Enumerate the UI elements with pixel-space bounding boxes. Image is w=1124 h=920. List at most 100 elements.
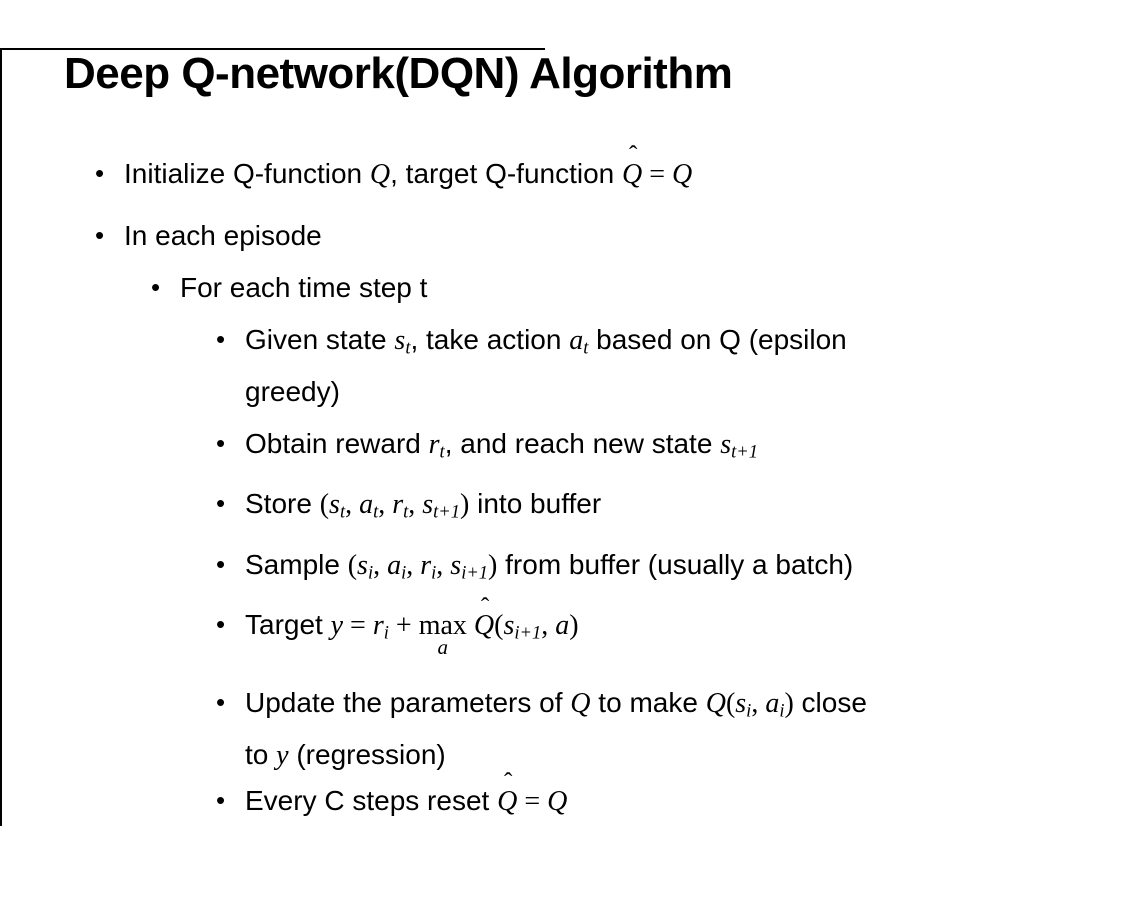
math-var-sub: st bbox=[394, 325, 411, 358]
math-op: , bbox=[751, 688, 766, 720]
math-op: , bbox=[541, 610, 556, 642]
bullet-item: •In each episode bbox=[95, 214, 1124, 257]
math-op: = bbox=[343, 610, 373, 642]
text-run: based on Q (epsilon bbox=[588, 324, 847, 355]
math-var-sub: rt bbox=[392, 489, 409, 522]
math-op: ( bbox=[725, 688, 736, 720]
math-op: ( bbox=[347, 549, 358, 581]
math-op: + bbox=[388, 610, 419, 642]
math-subscript: i bbox=[367, 562, 374, 583]
math-var-sub: rt bbox=[428, 428, 445, 462]
bullet-item: •Sample (si, ai, ri, si+1) from buffer (… bbox=[216, 543, 1124, 595]
bullet-line: Update the parameters of Q to make Q(si,… bbox=[245, 681, 1124, 733]
hat-accent: ˆ bbox=[504, 769, 513, 797]
math-op: ) bbox=[460, 489, 470, 521]
bullet-lines: Initialize Q-function Q, target Q-functi… bbox=[124, 143, 1124, 196]
math-var-sub: st+1 bbox=[422, 489, 461, 522]
math-var-sub: ri bbox=[372, 610, 389, 644]
bullet-marker: • bbox=[151, 272, 161, 302]
text-run: In each episode bbox=[124, 220, 322, 251]
bullet-line: For each time step t bbox=[180, 266, 1124, 309]
text-run: Every C steps reset bbox=[245, 784, 498, 816]
text-run: Target bbox=[245, 609, 331, 641]
math-var: Q bbox=[622, 159, 643, 190]
math-subscript: t bbox=[403, 501, 409, 522]
math-var: y bbox=[330, 610, 344, 642]
math-op: ) bbox=[569, 610, 579, 642]
math-var-sub: at bbox=[359, 489, 379, 522]
math-subscript: t bbox=[405, 337, 411, 358]
math-op: , bbox=[436, 549, 451, 581]
text-run: to make bbox=[590, 687, 706, 719]
math-var: Q bbox=[705, 688, 726, 720]
math-op: , bbox=[406, 549, 421, 581]
frame-top-border bbox=[0, 48, 545, 50]
bullet-lines: Store (st, at, rt, st+1) into buffer bbox=[245, 482, 1124, 534]
math-var: Q bbox=[672, 159, 693, 190]
math-var: Q bbox=[473, 610, 495, 642]
math-subscript: i bbox=[401, 562, 407, 583]
text-run: Initialize Q-function bbox=[124, 158, 370, 189]
math-op: ) bbox=[784, 688, 794, 720]
math-subscript: i+1 bbox=[461, 562, 489, 583]
text-run: Obtain reward bbox=[245, 427, 429, 459]
bullet-marker: • bbox=[95, 158, 105, 188]
max-underscript: a bbox=[437, 635, 449, 660]
max-word: max bbox=[418, 610, 467, 642]
bullet-lines: In each episode bbox=[124, 214, 1124, 257]
hat-accent: ˆ bbox=[628, 142, 638, 170]
math-var-sub: si bbox=[735, 688, 752, 721]
bullet-list: •Initialize Q-function Q, target Q-funct… bbox=[0, 143, 1124, 823]
math-op: , bbox=[373, 549, 388, 581]
bullet-marker: • bbox=[216, 609, 226, 640]
math-var: Q bbox=[547, 785, 568, 817]
bullet-line: greedy) bbox=[245, 370, 1124, 413]
math-var-sub: at bbox=[569, 325, 589, 358]
math-var: y bbox=[276, 739, 289, 771]
text-run: from buffer (usually a batch) bbox=[497, 548, 854, 580]
math-op: ) bbox=[488, 549, 498, 581]
bullet-item: •Update the parameters of Q to make Q(si… bbox=[216, 681, 1124, 777]
bullet-lines: Sample (si, ai, ri, si+1) from buffer (u… bbox=[245, 543, 1124, 595]
math-op: , bbox=[408, 489, 423, 521]
bullet-lines: Update the parameters of Q to make Q(si,… bbox=[245, 681, 1124, 777]
bullet-line: to y (regression) bbox=[245, 733, 1124, 777]
math-subscript: i bbox=[383, 623, 389, 644]
math-subscript: t+1 bbox=[731, 441, 758, 462]
math-subscript: i+1 bbox=[514, 623, 542, 644]
text-run: Store bbox=[245, 488, 320, 520]
math-op: ( bbox=[319, 489, 330, 521]
bullet-item: •Initialize Q-function Q, target Q-funct… bbox=[95, 143, 1124, 196]
text-run: , take action bbox=[410, 324, 570, 355]
bullet-line: Sample (si, ai, ri, si+1) from buffer (u… bbox=[245, 543, 1124, 595]
math-var: Q bbox=[570, 688, 591, 720]
bullet-lines: Given state st, take action at based on … bbox=[245, 318, 1124, 413]
text-run: , target Q-function bbox=[390, 158, 623, 189]
math-op: , bbox=[345, 489, 360, 521]
bullet-line: Given state st, take action at based on … bbox=[245, 318, 1124, 370]
math-subscript: i bbox=[779, 700, 785, 721]
math-op: = bbox=[517, 785, 548, 817]
bullet-item: •Store (st, at, rt, st+1) into buffer bbox=[216, 482, 1124, 534]
math-var: Q bbox=[369, 159, 391, 190]
bullet-lines: For each time step t bbox=[180, 266, 1124, 309]
math-var-sub: si bbox=[357, 549, 374, 583]
math-var-sub: st bbox=[329, 489, 346, 522]
text-run: to bbox=[245, 738, 277, 770]
math-subscript: t bbox=[439, 441, 445, 462]
text-run: Sample bbox=[245, 548, 348, 580]
bullet-item: • For each time step t bbox=[151, 266, 1124, 309]
slide: { "colors": { "background": "#ffffff", "… bbox=[0, 48, 1124, 920]
math-subscript: t bbox=[339, 501, 346, 522]
text-run: For each time step t bbox=[180, 272, 428, 303]
math-subscript: t bbox=[373, 501, 379, 522]
